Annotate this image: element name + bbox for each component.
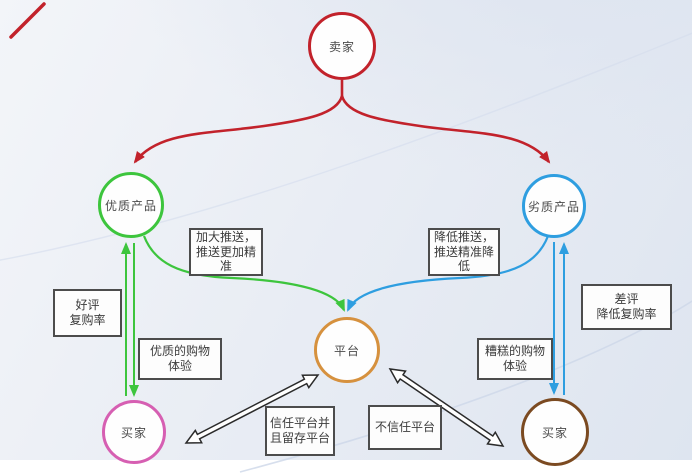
label-increase-push: 加大推送， 推送更加精 准 (189, 228, 263, 276)
node-seller: 卖家 (308, 12, 376, 80)
label-distrust-platform: 不信任平台 (368, 405, 442, 450)
label-quality-experience: 优质的购物 体验 (138, 338, 222, 380)
arrow-inferior-to-platform (346, 235, 550, 312)
node-quality-product-label: 优质产品 (104, 198, 157, 213)
node-buyer-left-label: 买家 (120, 425, 147, 440)
node-buyer-left: 买家 (102, 400, 166, 464)
node-buyer-right-label: 买家 (541, 425, 568, 440)
node-platform-label: 平台 (333, 343, 360, 358)
arrow-seller-to-inferior (340, 95, 551, 164)
arrow-quality-to-platform (142, 235, 346, 312)
arrow-seller-to-quality (133, 95, 344, 164)
node-seller-label: 卖家 (328, 39, 355, 54)
node-buyer-right: 买家 (521, 398, 589, 466)
background-swoosh-2 (0, 32, 692, 261)
arrow-platform-buyer-left (184, 374, 320, 444)
label-bad-review: 差评 降低复购率 (581, 284, 672, 330)
node-inferior-product-label: 劣质产品 (527, 199, 580, 214)
arrow-platform-buyer-right (388, 368, 505, 447)
label-good-review: 好评 复购率 (53, 289, 122, 337)
bottom-white-strip (0, 460, 692, 473)
node-quality-product: 优质产品 (98, 172, 164, 238)
label-trust-platform: 信任平台并 且留存平台 (265, 406, 335, 456)
corner-decoration (9, 2, 46, 39)
node-inferior-product: 劣质产品 (522, 174, 586, 238)
label-decrease-push: 降低推送， 推送精准降 低 (428, 228, 500, 276)
node-platform: 平台 (314, 317, 380, 383)
label-bad-experience: 糟糕的购物 体验 (477, 338, 553, 380)
